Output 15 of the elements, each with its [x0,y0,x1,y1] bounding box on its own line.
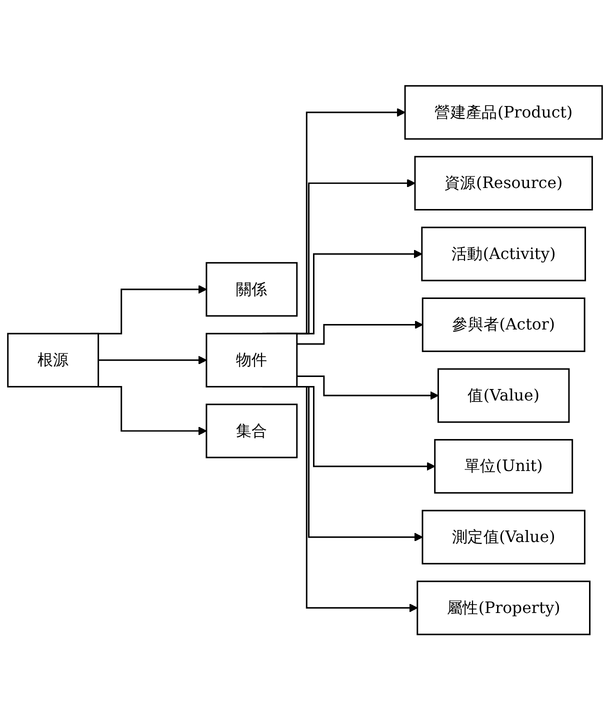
node-box: 活動(Activity) [421,226,586,282]
node-box: 物件 [206,332,298,388]
node-box: 根源 [7,332,100,388]
node-box: 資源(Resource) [414,156,593,210]
arrow [98,356,207,364]
node-box: 值(Value) [437,368,570,423]
node-box: 集合 [206,404,298,458]
node-box: 參與者(Actor) [422,297,586,352]
node-box: 關係 [206,262,298,316]
node-box: 營建產品(Product) [404,84,603,140]
node-box: 單位(Unit) [434,438,574,494]
node-box: 屬性(Property) [416,580,591,636]
arrow [296,320,424,345]
node-box: 測定值(Value) [422,510,586,564]
arrow [296,375,439,400]
